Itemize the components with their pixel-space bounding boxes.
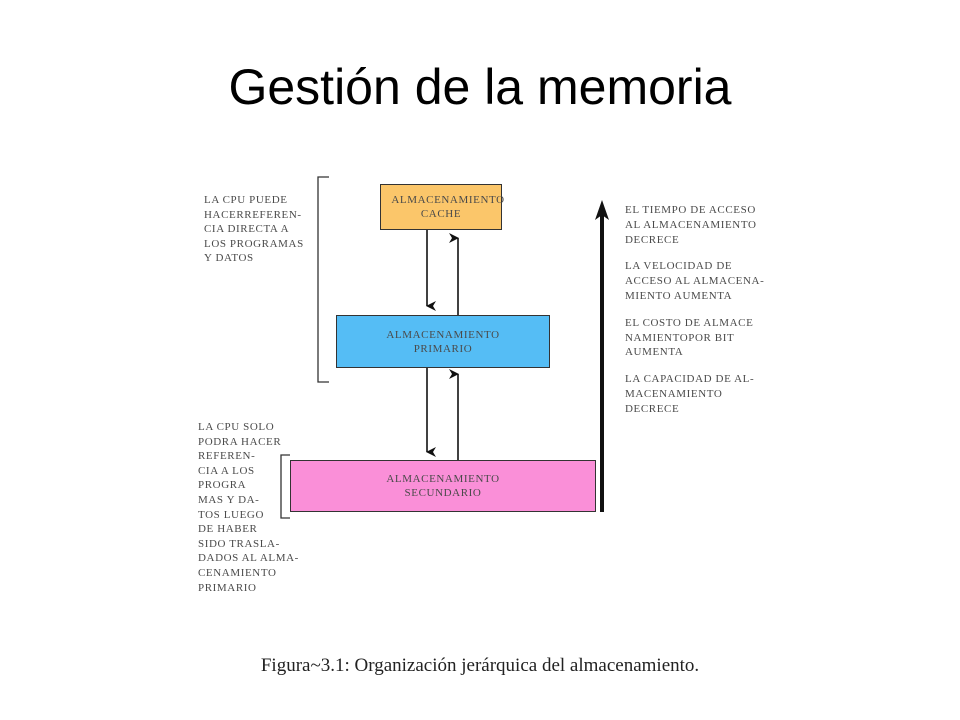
note-line: MIENTO AUMENTA <box>625 289 733 302</box>
note-line: AUMENTA <box>625 346 684 359</box>
note-line: TOS LUEGO <box>198 508 265 521</box>
note-line: LA CAPACIDAD DE AL- <box>625 373 755 386</box>
note-gap <box>625 304 764 316</box>
note-line: DECRECE <box>625 402 680 415</box>
figure-caption: Figura~3.1: Organización jerárquica del … <box>260 655 700 676</box>
note-cpu-only: LA CPU SOLO PODRA HACER REFEREN- CIA A L… <box>198 420 299 595</box>
note-line: PROGRA <box>198 479 247 492</box>
note-cpu-direct: LA CPU PUEDE HACERREFEREN- CIA DIRECTA A… <box>204 193 304 266</box>
bracket-bottom <box>280 454 290 519</box>
secondary-storage-box: ALMACENAMIENTO SECUNDARIO <box>290 460 596 512</box>
note-line: EL TIEMPO DE ACCESO <box>625 204 756 216</box>
note-line: AL ALMACENAMIENTO <box>625 218 757 231</box>
note-line: LA CPU SOLO <box>198 421 275 433</box>
primary-label-1: ALMACENAMIENTO <box>386 328 500 341</box>
cache-storage-box: ALMACENAMIENTO CACHE <box>380 184 505 230</box>
secondary-label-2: SECUNDARIO <box>404 487 482 499</box>
primary-label-2: PRIMARIO <box>413 342 473 355</box>
note-line: DADOS AL ALMA- <box>198 552 299 565</box>
note-line: CIA DIRECTA A <box>204 223 290 236</box>
note-line: LA CPU PUEDE <box>204 194 288 206</box>
note-line: HACERREFEREN- <box>204 208 302 221</box>
note-line: MACENAMIENTO <box>625 387 723 400</box>
slide-title: Gestión de la memoria <box>228 59 732 115</box>
note-line: NAMIENTOPOR BIT <box>625 331 735 344</box>
note-line: LOS PROGRAMAS <box>204 237 304 250</box>
note-line: CIA A LOS <box>198 464 255 477</box>
note-line: Y DATOS <box>204 252 254 265</box>
cache-label-1: ALMACENAMIENTO <box>391 194 505 206</box>
note-line: PODRA HACER <box>198 435 282 448</box>
bracket-top <box>317 176 329 383</box>
note-line: DE HABER <box>198 523 258 536</box>
note-gap <box>625 360 764 372</box>
note-line: PRIMARIO <box>198 581 257 594</box>
note-right: EL TIEMPO DE ACCESO AL ALMACENAMIENTO DE… <box>625 203 764 417</box>
note-line: ACCESO AL ALMACENA- <box>625 275 765 288</box>
secondary-label-1: ALMACENAMIENTO <box>386 473 500 485</box>
note-line: MAS Y DA- <box>198 493 260 506</box>
note-line: CENAMIENTO <box>198 566 277 579</box>
note-line: DECRECE <box>625 233 680 246</box>
note-line: SIDO TRASLA- <box>198 537 280 550</box>
note-line: EL COSTO DE ALMACE <box>625 316 754 329</box>
note-line: REFEREN- <box>198 450 256 463</box>
note-line: LA VELOCIDAD DE <box>625 260 733 273</box>
cache-label-2: CACHE <box>420 208 462 220</box>
note-gap <box>625 247 764 259</box>
trend-arrow-head <box>595 200 609 220</box>
primary-storage-box: ALMACENAMIENTO PRIMARIO <box>336 315 550 368</box>
